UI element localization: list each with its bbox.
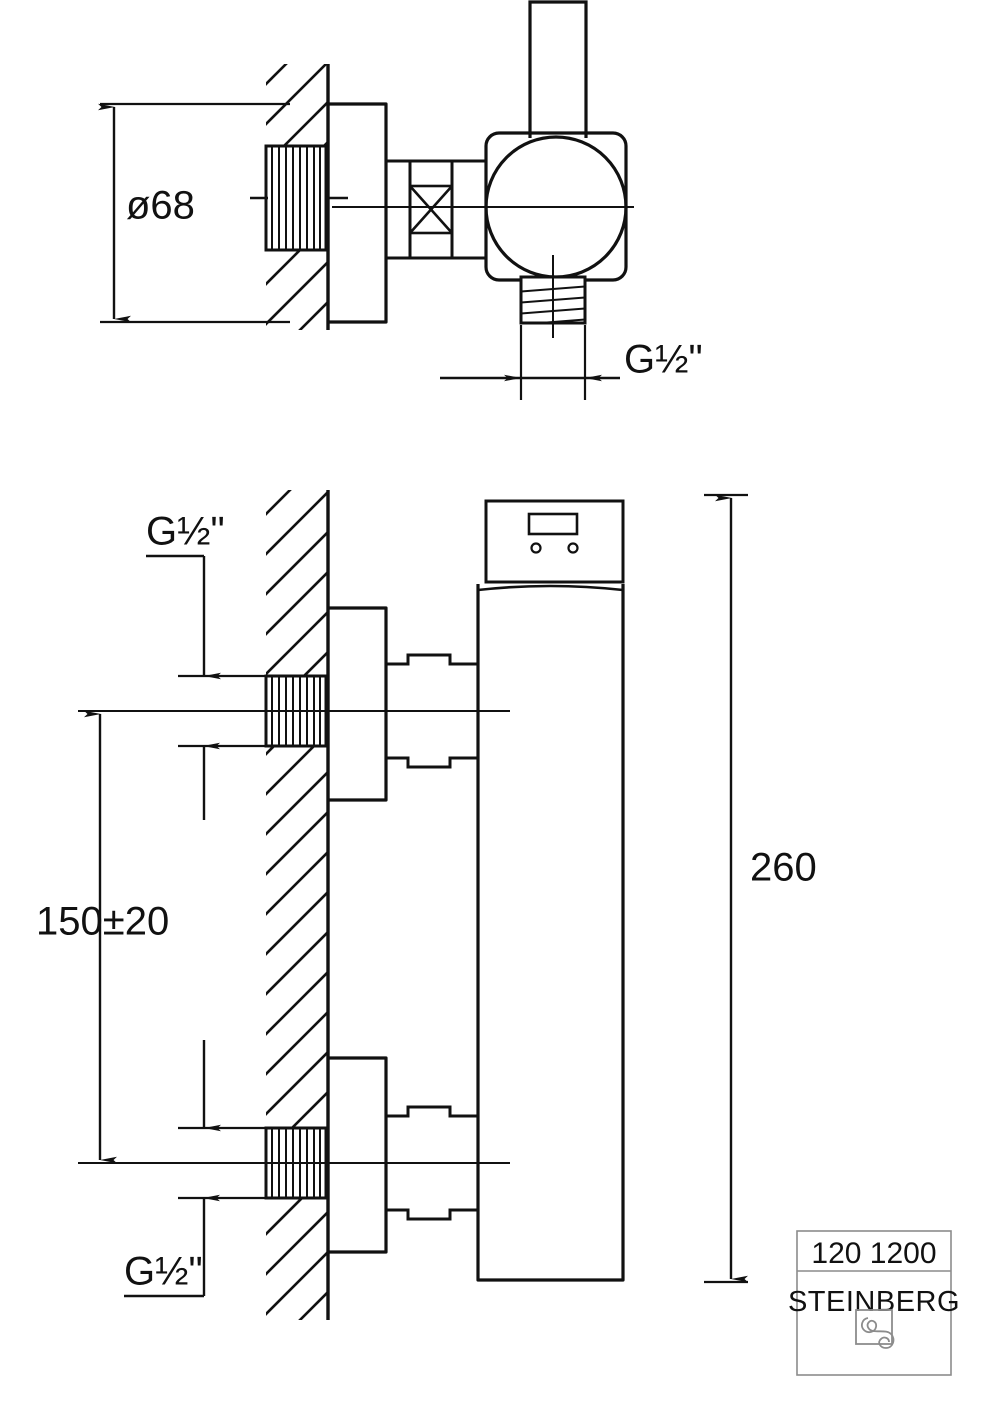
front-view-group: G½" G½" 150±20 260	[36, 490, 817, 1320]
escutcheon-lower	[328, 1056, 388, 1254]
dim-ghalf-top-text: G½"	[624, 338, 703, 382]
dim-260-text: 260	[750, 846, 817, 890]
dim-150-text: 150±20	[36, 900, 169, 944]
cross-line-2	[409, 185, 453, 234]
title-block: 120 1200 STEINBERG	[788, 1230, 960, 1376]
dim-dia68-text: ø68	[126, 184, 195, 228]
title-block-frame	[796, 1230, 952, 1376]
wall-thread-nipple-top	[264, 144, 328, 252]
thermostat-display	[527, 512, 579, 536]
thermostat-indicator-right	[567, 542, 579, 554]
brand-name: STEINBERG	[788, 1286, 960, 1318]
dim-ghalf-top-arrow-right	[585, 374, 602, 382]
top-view-group: ø68 G½"	[98, 0, 703, 400]
escutcheon-top	[328, 102, 388, 324]
escutcheon-upper	[328, 606, 388, 802]
article-number: 120 1200	[811, 1237, 936, 1270]
steinberg-swirl-icon	[855, 1309, 895, 1349]
thermostat-top-cap	[484, 499, 625, 584]
thermostat-body	[476, 584, 625, 1282]
thermostat-indicator-left	[530, 542, 542, 554]
dim-ghalf-upper-text: G½"	[146, 510, 225, 554]
connector-cross-box	[408, 184, 454, 235]
thermostat-body-top-curve	[477, 584, 624, 592]
thread-lines-top	[271, 146, 321, 250]
lever-stem-top	[528, 0, 588, 138]
connector-sleeve-top	[384, 159, 488, 260]
dim-ghalf-lower-text: G½"	[124, 1250, 203, 1294]
dim-ghalf-top-arrow-left	[504, 374, 521, 382]
